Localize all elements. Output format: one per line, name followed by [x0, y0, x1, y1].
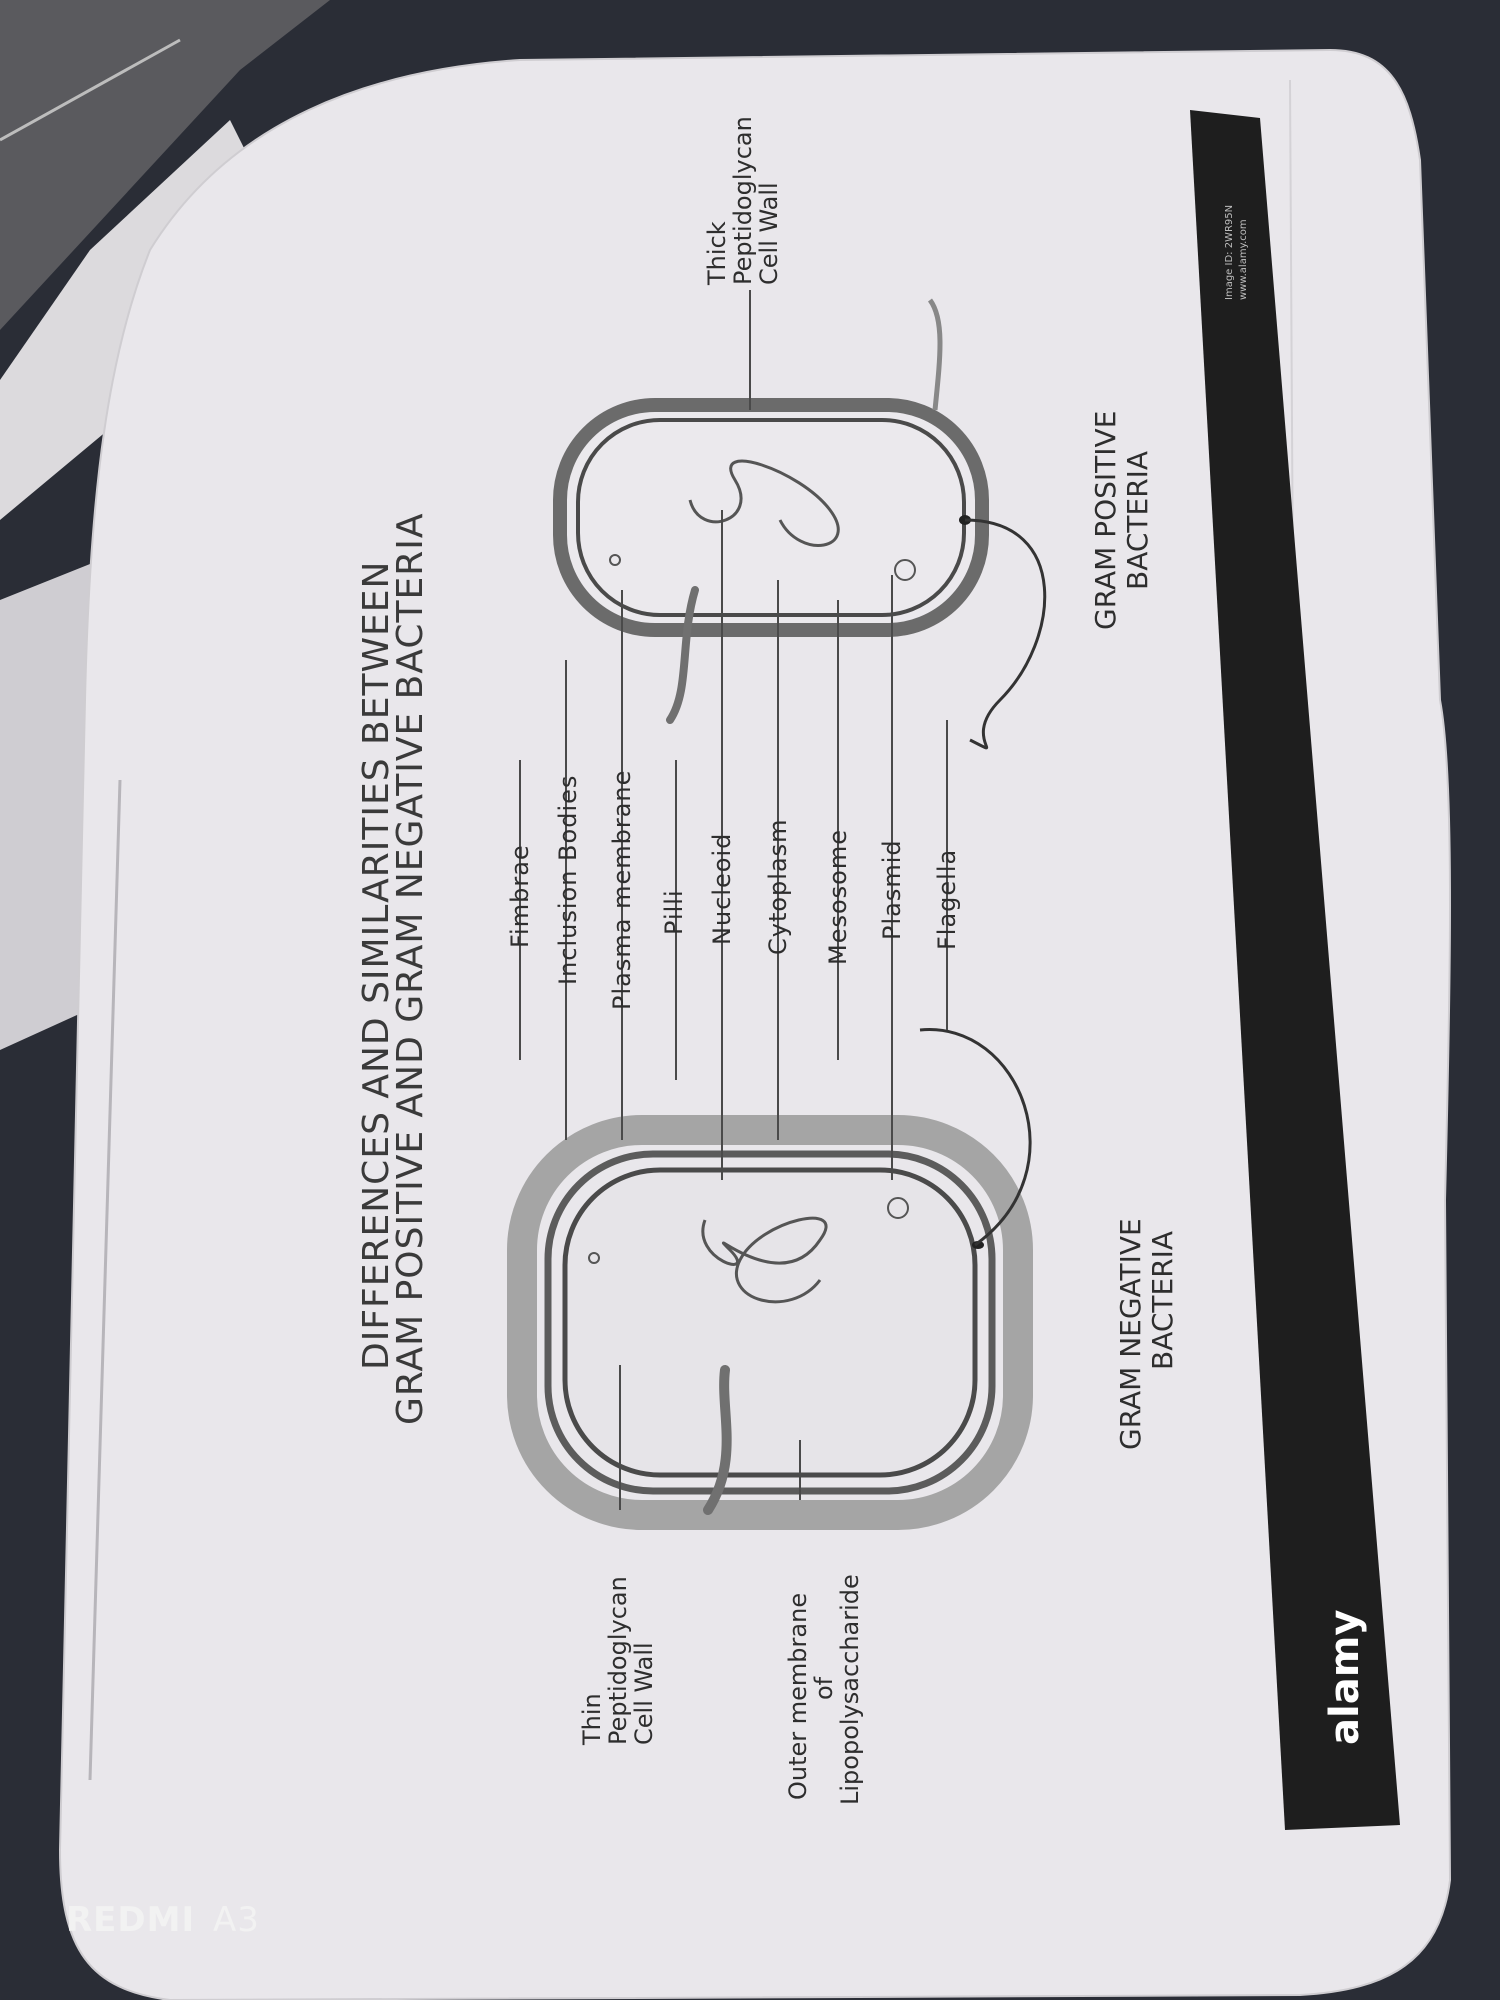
inclusion-body — [588, 1252, 600, 1264]
pilus — [703, 1365, 732, 1515]
title-line-1: DIFFERENCES AND SIMILARITIES BETWEEN — [356, 561, 397, 1370]
label-plasma-membrane: Plasma membrane — [608, 770, 636, 1010]
pilus — [666, 586, 699, 724]
paper-sheet — [58, 48, 1452, 2000]
stray-line — [0, 38, 181, 142]
gram-positive-nucleoid — [688, 459, 840, 547]
outer-membrane-line-1: Outer membrane — [784, 1593, 812, 1800]
thick-wall-line-1: Thick — [703, 221, 731, 286]
watermark-brand: REDMI — [66, 1900, 196, 1940]
label-inclusion-bodies: Inclusion Bodies — [554, 775, 582, 985]
device-watermark: REDMI A3 — [66, 1900, 260, 1940]
thin-wall-line-2: Peptidoglycan — [604, 1576, 632, 1745]
website-text: www.alamy.com — [1238, 219, 1249, 300]
watermark-model: A3 — [212, 1900, 260, 1940]
alamy-banner — [1190, 110, 1400, 1830]
thick-wall-label: Thick Peptidoglycan Cell Wall — [703, 116, 783, 286]
thin-wall-line-3: Cell Wall — [630, 1642, 658, 1745]
gram-negative-flagellum — [919, 1028, 1032, 1247]
pilus — [927, 298, 943, 411]
label-mesosome: Mesosome — [824, 829, 852, 965]
outer-membrane-label: Outer membrane of Lipopolysaccharide — [784, 1574, 864, 1805]
gram-negative-cell — [507, 1028, 1033, 1530]
thick-wall-line-3: Cell Wall — [755, 182, 783, 285]
gram-positive-cell — [553, 298, 1047, 750]
outer-membrane-line-2: of — [810, 1676, 838, 1700]
gram-negative-plasma-membrane — [562, 1167, 978, 1478]
outer-membrane-layer — [507, 1115, 1033, 1530]
thin-wall-layer — [544, 1150, 996, 1495]
thick-wall-line-2: Peptidoglycan — [729, 116, 757, 285]
label-cytoplasm: Cytoplasm — [764, 818, 792, 955]
label-flagella: Flagella — [933, 849, 961, 950]
gram-positive-caption-line-2: BACTERIA — [1121, 451, 1154, 590]
gram-positive-caption-line-1: GRAM POSITIVE — [1089, 411, 1122, 630]
gram-negative-caption-line-1: GRAM NEGATIVE — [1114, 1218, 1147, 1450]
alamy-logo: alamy — [1322, 1610, 1368, 1745]
title-line-2: GRAM POSITIVE AND GRAM NEGATIVE BACTERIA — [390, 513, 431, 1425]
top-left-paper-shadow — [0, 0, 330, 330]
image-id-text: Image ID: 2WR95N — [1224, 205, 1235, 300]
thin-wall-line-1: Thin — [578, 1693, 606, 1746]
leader-lines — [519, 290, 948, 1510]
gram-negative-nucleoid — [701, 1216, 828, 1304]
gram-positive-flagellum — [964, 518, 1047, 750]
thin-wall-label: Thin Peptidoglycan Cell Wall — [578, 1576, 658, 1746]
label-pilli: Pilli — [660, 889, 688, 935]
label-plasmid: Plasmid — [878, 839, 906, 940]
plasmid — [887, 1197, 909, 1219]
gram-negative-caption-line-2: BACTERIA — [1146, 1231, 1179, 1370]
flagellum-base — [972, 1241, 984, 1249]
label-nucleoid: Nucleoid — [708, 833, 736, 945]
outer-membrane-line-3: Lipopolysaccharide — [836, 1574, 864, 1805]
plasmid — [894, 559, 916, 581]
label-fimbrae: Fimbrae — [506, 844, 534, 948]
thick-wall-layer — [553, 398, 989, 637]
inclusion-body — [609, 554, 621, 566]
